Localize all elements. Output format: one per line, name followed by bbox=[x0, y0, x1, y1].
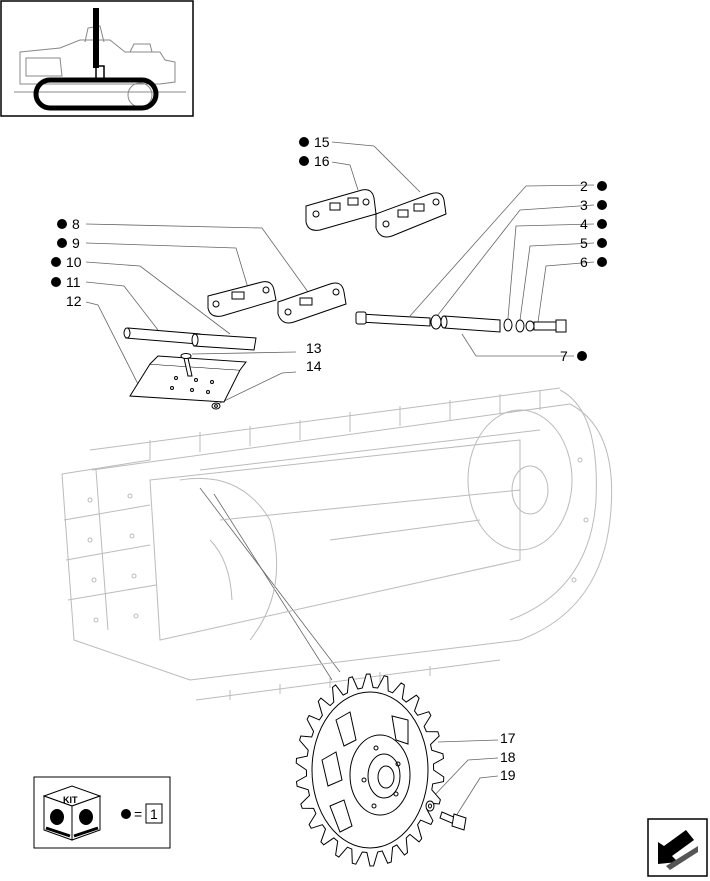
callout-5: 5 bbox=[580, 235, 607, 251]
kit-bullet-icon bbox=[597, 181, 607, 191]
kit-bullet-icon bbox=[597, 219, 607, 229]
master-pin-assembly bbox=[355, 311, 567, 333]
callout-number: 5 bbox=[580, 235, 588, 251]
kit-label: KIT bbox=[63, 795, 78, 805]
callout-number: 9 bbox=[72, 235, 80, 251]
callout-number: 13 bbox=[306, 340, 322, 356]
callout-12: 12 bbox=[66, 293, 82, 309]
callout-9: 9 bbox=[57, 235, 80, 251]
callout-10: 10 bbox=[51, 254, 82, 270]
callout-number: 19 bbox=[500, 767, 516, 783]
kit-bullet-icon bbox=[299, 156, 309, 166]
kit-bullet-icon bbox=[57, 219, 67, 229]
callout-number: 4 bbox=[580, 216, 588, 232]
tractor-track-locator-icon[interactable] bbox=[0, 0, 194, 117]
kit-legend: KIT = 1 bbox=[33, 776, 171, 849]
sprocket-wheel bbox=[295, 673, 445, 867]
callout-number: 15 bbox=[314, 134, 330, 150]
callout-4: 4 bbox=[580, 216, 607, 232]
callout-number: 2 bbox=[580, 178, 588, 194]
callout-13: 13 bbox=[306, 340, 322, 356]
callout-number: 6 bbox=[580, 254, 588, 270]
callout-8: 8 bbox=[57, 216, 80, 232]
callout-number: 17 bbox=[500, 730, 516, 746]
callout-number: 10 bbox=[66, 254, 82, 270]
kit-box-icon: KIT bbox=[42, 785, 102, 841]
kit-equals: = bbox=[134, 806, 142, 822]
callout-16: 16 bbox=[299, 153, 330, 169]
callout-labels: 2 3 4 5 6 7 8 9 10 11 12 13 14 15 16 17 18 19 bbox=[51, 134, 607, 783]
track-undercarriage bbox=[61, 387, 613, 701]
kit-bullet-icon bbox=[597, 257, 607, 267]
leader-lines bbox=[85, 141, 595, 817]
callout-number: 12 bbox=[66, 293, 82, 309]
callout-17: 17 bbox=[500, 730, 516, 746]
grouser-plate bbox=[129, 353, 247, 410]
kit-bullet-icon bbox=[121, 809, 131, 819]
callout-19: 19 bbox=[500, 767, 516, 783]
callout-6: 6 bbox=[580, 254, 607, 270]
next-page-arrow-icon[interactable] bbox=[647, 818, 708, 877]
track-link-pair-middle bbox=[207, 281, 347, 324]
callout-number: 8 bbox=[72, 216, 80, 232]
kit-bullet-icon bbox=[51, 257, 61, 267]
track-link-pair-top bbox=[305, 189, 447, 238]
callout-7: 7 bbox=[560, 348, 587, 364]
callout-2: 2 bbox=[580, 178, 607, 194]
kit-bullet-icon bbox=[299, 137, 309, 147]
track-pins bbox=[123, 327, 257, 351]
callout-14: 14 bbox=[306, 358, 322, 374]
washer-and-bolt bbox=[425, 800, 467, 831]
callout-number: 18 bbox=[500, 749, 516, 765]
callout-11: 11 bbox=[51, 274, 81, 290]
kit-bullet-icon bbox=[57, 238, 67, 248]
callout-number: 14 bbox=[306, 358, 322, 374]
callout-number: 7 bbox=[560, 348, 568, 364]
kit-bullet-icon bbox=[51, 277, 61, 287]
kit-value: 1 bbox=[150, 806, 158, 822]
callout-number: 16 bbox=[314, 153, 330, 169]
kit-bullet-icon bbox=[597, 200, 607, 210]
kit-bullet-icon bbox=[577, 351, 587, 361]
callout-3: 3 bbox=[580, 197, 607, 213]
callout-number: 3 bbox=[580, 197, 588, 213]
kit-bullet-icon bbox=[597, 238, 607, 248]
callout-18: 18 bbox=[500, 749, 516, 765]
callout-number: 11 bbox=[66, 274, 81, 290]
callout-15: 15 bbox=[299, 134, 330, 150]
